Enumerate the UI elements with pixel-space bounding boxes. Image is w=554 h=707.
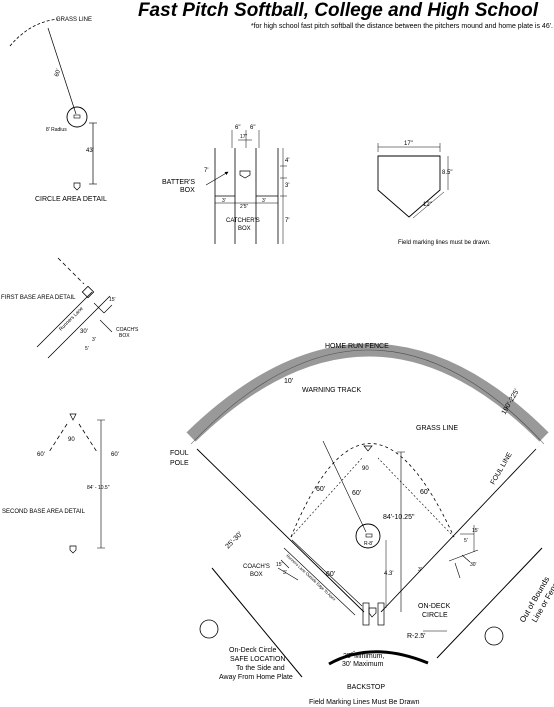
label-43: 43'	[86, 148, 94, 154]
label-8-radius: 8' Radius	[46, 127, 67, 133]
label-30-max: 30' Maximum	[342, 661, 384, 668]
label-12: 12"	[423, 202, 432, 208]
label-coach: COACH'S	[116, 327, 139, 333]
second-base-caption: SECOND BASE AREA DETAIL	[2, 509, 86, 515]
label-60-left: 60'	[316, 486, 325, 493]
page-title: Fast Pitch Softball, College and High Sc…	[137, 0, 539, 21]
label-ondeck-safe-3: To the Side and	[236, 665, 285, 672]
plate-note: Field marking lines must be drawn.	[398, 240, 491, 246]
label-60-right: 60'	[420, 489, 429, 496]
label-60: 60'	[54, 68, 62, 77]
batters-box-labels: 6" 6" 17" 7' 4' 3' 3' 2'5" 3' 7' BATTER'…	[162, 125, 289, 232]
label-r-8: R-8'	[364, 541, 373, 547]
label-grass-line: GRASS LINE	[56, 17, 92, 23]
label-c3: 3'	[283, 570, 287, 576]
label-6-left: 6"	[235, 125, 240, 131]
label-field-90: 90	[362, 466, 369, 472]
label-90: 90	[68, 437, 75, 443]
on-deck-circle-left	[199, 619, 219, 639]
label-batters-box: BOX	[180, 187, 195, 194]
label-coach-box: BOX	[119, 333, 130, 339]
page-subtitle: *for high school fast pitch softball the…	[250, 23, 553, 30]
on-deck-circle-right	[484, 626, 504, 646]
circle-area-detail: GRASS LINE 60' 8' Radius 43' CIRCLE AREA…	[9, 17, 107, 203]
label-8-5: 8.5"	[442, 170, 452, 176]
label-3: 3'	[285, 183, 289, 189]
first-base-caption: FIRST BASE AREA DETAIL	[1, 295, 76, 301]
main-field	[186, 343, 549, 678]
label-r-2-5: R-2.5'	[407, 633, 425, 640]
first-base-line	[380, 448, 537, 613]
label-25-30: 25'-30'	[224, 531, 244, 551]
label-2-5: 2'5"	[240, 204, 249, 210]
label-ondeck-safe-2: SAFE LOCATION	[230, 656, 286, 663]
third-base-line	[196, 448, 365, 613]
label-3-fb: 3'	[92, 337, 96, 343]
label-30-right: 30'	[470, 562, 477, 568]
label-7: 7'	[204, 168, 208, 174]
label-4-3: 4.3'	[384, 571, 394, 577]
first-base-detail: FIRST BASE AREA DETAIL Runners Lane 30' …	[1, 257, 139, 359]
label-foul: FOUL	[170, 450, 189, 457]
label-warning-track: WARNING TRACK	[302, 387, 361, 394]
label-30: 30'	[80, 329, 88, 335]
label-84-10: 84' - 10.5"	[87, 485, 110, 491]
home-plate-icon	[73, 182, 81, 191]
label-4: 4'	[285, 158, 289, 164]
label-5-right: 5'	[464, 538, 468, 544]
circle-caption: CIRCLE AREA DETAIL	[35, 196, 107, 203]
warning-track	[186, 343, 549, 442]
label-circle: CIRCLE	[422, 612, 448, 619]
label-6-right: 6"	[250, 125, 255, 131]
label-84-10-25: 84'-10.25"	[383, 514, 415, 521]
pitcher-circle	[66, 106, 88, 128]
label-field-coach-box: BOX	[250, 572, 263, 578]
label-15-right: 15'	[472, 528, 479, 534]
label-batters: BATTER'S	[162, 179, 195, 186]
label-c15: 15'	[276, 562, 283, 568]
radius-line	[47, 27, 77, 115]
label-field-marking: Field Marking Lines Must Be Drawn	[309, 699, 420, 706]
label-15: 15'	[109, 297, 116, 303]
backstop	[328, 650, 429, 666]
label-home-run-fence: HOME RUN FENCE	[325, 343, 389, 350]
label-60-b: 60'	[111, 452, 119, 458]
label-field-coach: COACH'S	[243, 564, 270, 570]
label-mound-60: 60'	[352, 490, 361, 497]
label-25-min: 25' Minimum,	[343, 653, 384, 660]
pitching-plate	[73, 114, 81, 119]
label-ondeck-safe-1: On-Deck Circle	[229, 647, 277, 654]
label-catchers: CATCHER'S	[226, 218, 260, 224]
label-3-bottom-right: 3'	[262, 198, 266, 204]
home-plate-shape	[377, 155, 441, 218]
label-3-bottom-left: 3'	[222, 198, 226, 204]
label-ondeck-safe-4: Away From Home Plate	[219, 674, 293, 681]
label-on-deck: ON-DECK	[418, 603, 451, 610]
label-catchers-7: 7'	[285, 218, 289, 224]
label-17: 17"	[240, 134, 248, 140]
label-17-plate: 17"	[404, 141, 413, 147]
label-catchers-box: BOX	[238, 226, 251, 232]
label-backstop: BACKSTOP	[347, 684, 385, 691]
field-home-plate	[368, 607, 377, 618]
label-5: 5'	[85, 346, 89, 352]
label-60-a: 60'	[37, 452, 45, 458]
label-10: 10'	[284, 378, 293, 385]
label-field-grass-line: GRASS LINE	[416, 425, 458, 432]
first-base-bag	[81, 285, 95, 299]
label-lane-60: 60'	[326, 571, 335, 578]
home-plate-detail: 17" 8.5" 12" Field marking lines must be…	[377, 141, 491, 246]
label-pole: POLE	[170, 460, 189, 467]
second-base-bag	[363, 445, 373, 452]
grass-line-arc	[290, 443, 455, 538]
grass-arc	[9, 18, 59, 47]
batters-box-detail	[205, 130, 287, 244]
second-base-detail: 60' 60' 90 84' - 10.5" SECOND BASE AREA …	[2, 413, 119, 554]
pitchers-circle	[355, 523, 381, 549]
label-foul-line: FOUL LINE	[490, 451, 514, 486]
label-3-right: 3'	[418, 567, 422, 573]
